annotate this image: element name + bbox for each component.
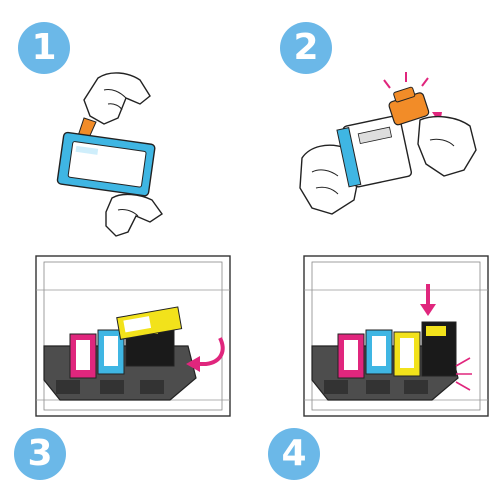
snap-cartridge-icon bbox=[303, 255, 489, 417]
step-number-badge: 3 bbox=[14, 428, 66, 480]
step-number-badge: 2 bbox=[280, 22, 332, 74]
step-number-badge: 4 bbox=[268, 428, 320, 480]
step-1-panel: 1 bbox=[0, 0, 250, 250]
insert-cartridge-icon bbox=[35, 255, 231, 417]
peel-tape-icon bbox=[56, 72, 163, 237]
step-3-panel: 3 bbox=[0, 250, 250, 500]
step-2-panel: 2 bbox=[250, 0, 500, 250]
twist-cap-icon bbox=[299, 72, 477, 215]
step-4-panel: 4 bbox=[250, 250, 500, 500]
step-number-badge: 1 bbox=[18, 22, 70, 74]
